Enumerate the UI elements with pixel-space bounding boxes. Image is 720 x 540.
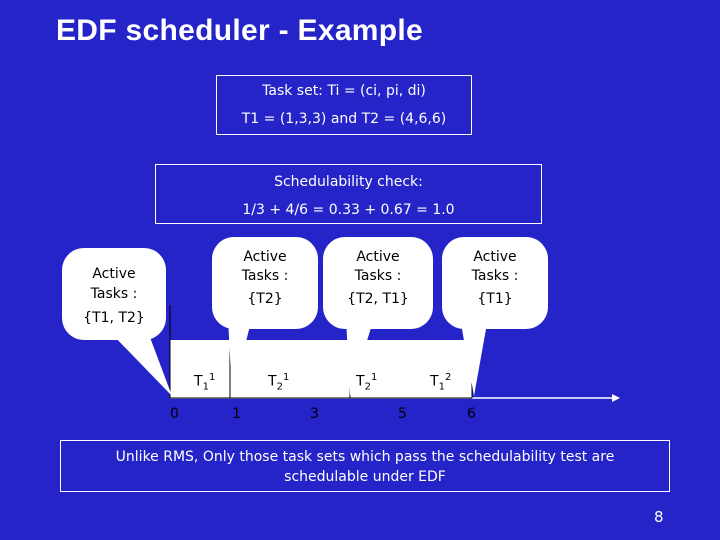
callout-2-line-1: Active — [243, 249, 287, 265]
tick-label-5: 5 — [398, 406, 407, 422]
callout-active-2 — [212, 237, 318, 396]
callout-text-1: Active Tasks : {T1, T2} — [62, 264, 166, 334]
schedulability-box: Schedulability check: 1/3 + 4/6 = 0.33 +… — [155, 164, 542, 224]
callout-3-line-3: {T2, T1} — [347, 291, 409, 307]
slot-label-3: T21 — [356, 372, 378, 393]
callout-1-line-2: Tasks : — [90, 286, 138, 302]
taskset-box: Task set: Ti = (ci, pi, di) T1 = (1,3,3)… — [216, 75, 472, 135]
edf-note-box: Unlike RMS, Only those task sets which p… — [60, 440, 670, 492]
slot-label-1: T11 — [194, 372, 216, 393]
taskset-line-2: T1 = (1,3,3) and T2 = (4,6,6) — [241, 111, 447, 127]
callout-3-line-2: Tasks : — [354, 268, 402, 284]
callout-3-line-1: Active — [356, 249, 400, 265]
callout-active-1 — [62, 248, 172, 396]
callout-text-4: Active Tasks : {T1} — [442, 247, 548, 317]
note-line-2: schedulable under EDF — [284, 469, 446, 485]
timeline-bar — [170, 340, 472, 398]
schedulability-line-2: 1/3 + 4/6 = 0.33 + 0.67 = 1.0 — [242, 202, 455, 218]
callout-2-line-3: {T2} — [247, 291, 283, 307]
slot-label-2: T21 — [268, 372, 290, 393]
callout-4-line-2: Tasks : — [471, 268, 519, 284]
slot-label-4: T12 — [430, 372, 452, 393]
callout-text-3: Active Tasks : {T2, T1} — [323, 247, 433, 317]
time-axis-arrow — [612, 394, 620, 402]
callout-4-line-1: Active — [473, 249, 517, 265]
taskset-line-1: Task set: Ti = (ci, pi, di) — [262, 83, 426, 99]
callout-1-line-3: {T1, T2} — [83, 310, 145, 326]
tick-label-0: 0 — [170, 406, 179, 422]
tick-label-3: 3 — [310, 406, 319, 422]
callout-active-3 — [323, 237, 433, 396]
note-line-1: Unlike RMS, Only those task sets which p… — [115, 449, 615, 465]
callout-active-4 — [442, 237, 548, 396]
schedulability-line-1: Schedulability check: — [274, 174, 423, 190]
callout-text-2: Active Tasks : {T2} — [212, 247, 318, 317]
callout-2-line-2: Tasks : — [241, 268, 289, 284]
tick-label-1: 1 — [232, 406, 241, 422]
tick-label-6: 6 — [467, 406, 476, 422]
callout-1-line-1: Active — [92, 266, 136, 282]
slide-title: EDF scheduler - Example — [56, 14, 424, 47]
page-number: 8 — [654, 508, 664, 526]
callout-4-line-3: {T1} — [477, 291, 513, 307]
